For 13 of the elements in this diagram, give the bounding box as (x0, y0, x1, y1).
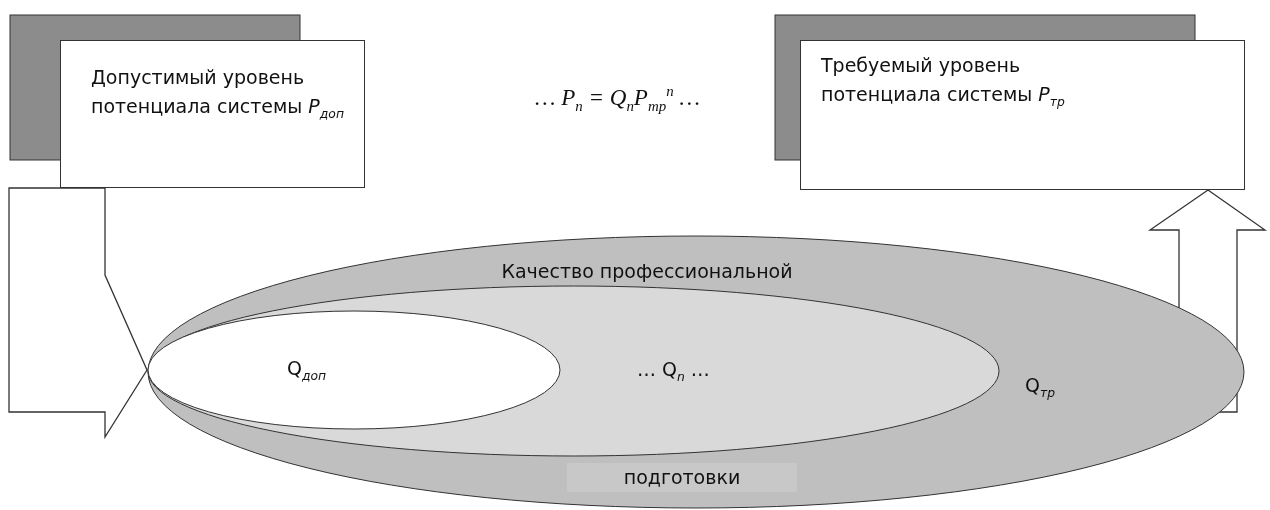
ellipse-text: подготовки (567, 463, 797, 493)
ellipse-heading: Качество профессиональной (500, 259, 794, 284)
text-box (60, 40, 365, 188)
ellipse-shape (147, 235, 1245, 509)
text-box (800, 40, 1245, 190)
ellipse-label: … Q$_{n}$ … (637, 357, 711, 386)
ellipse-shape (147, 285, 1000, 457)
box-text: Допустимый уровень потенциала системы P$_{доп}$ (91, 65, 345, 124)
box-text: Требуемый уровень потенциала системы P$_{тр}$ (821, 53, 1066, 112)
formula-text: … P$_{n}$ = Q$_{n}$P$_{тр}$$^{n}$ … (535, 82, 700, 116)
ellipse-label: Q$_{тр}$ (1025, 373, 1056, 402)
ellipse-label: Q$_{доп}$ (287, 356, 328, 385)
ellipse-shape (147, 310, 561, 430)
